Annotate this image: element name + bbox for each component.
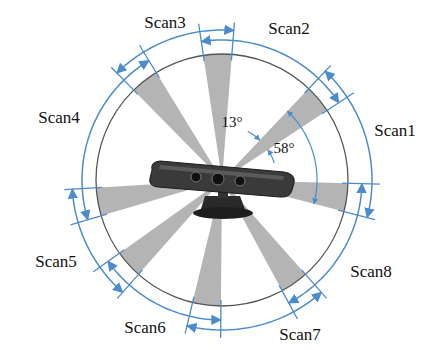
angle-label: 58° bbox=[274, 141, 295, 156]
scan-arc bbox=[82, 61, 149, 220]
boundary-line bbox=[231, 22, 234, 60]
scan-arc bbox=[72, 189, 122, 292]
scan-label: Scan8 bbox=[350, 263, 392, 280]
scan-label: Scan7 bbox=[279, 326, 321, 343]
scan-label: Scan5 bbox=[35, 253, 77, 270]
scan-arc bbox=[289, 184, 362, 303]
angle-arrow bbox=[268, 150, 274, 163]
boundary-line bbox=[220, 300, 222, 338]
boundary-line bbox=[199, 24, 205, 62]
overlap-wedge bbox=[222, 89, 327, 180]
scan-arc bbox=[108, 261, 221, 320]
overlap-wedges bbox=[96, 54, 348, 306]
boundary-lines bbox=[64, 22, 380, 338]
scan-label: Scan4 bbox=[38, 109, 80, 126]
boundary-line bbox=[117, 270, 142, 298]
boundary-line bbox=[64, 187, 102, 189]
scan-label: Scan2 bbox=[268, 20, 310, 37]
range-circle bbox=[96, 54, 348, 306]
scan-arc bbox=[187, 292, 321, 330]
scan-arc bbox=[117, 30, 234, 73]
scan-label: Scan3 bbox=[144, 14, 186, 31]
boundary-line bbox=[302, 270, 327, 298]
scan-arc bbox=[201, 40, 338, 103]
kinect-sensor bbox=[150, 161, 295, 219]
scan-arcs bbox=[72, 30, 372, 330]
angle-label: 13° bbox=[222, 115, 243, 130]
boundary-line bbox=[342, 182, 380, 184]
boundary-line bbox=[93, 250, 124, 272]
boundary-line bbox=[322, 93, 354, 114]
scan-label: Scan1 bbox=[374, 122, 416, 139]
angle-arrow bbox=[248, 131, 260, 140]
scan-label: Scan6 bbox=[124, 319, 166, 336]
boundary-line bbox=[139, 45, 159, 77]
